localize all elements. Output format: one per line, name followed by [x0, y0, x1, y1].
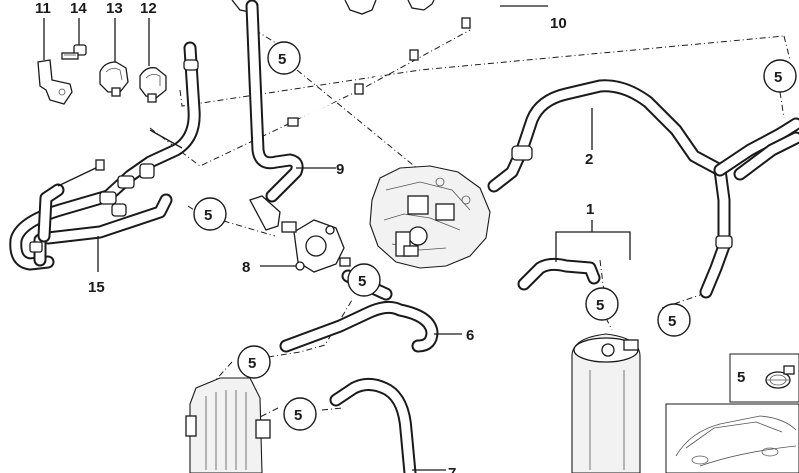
callout-5-e: 5	[596, 297, 604, 314]
clip-12	[139, 67, 167, 103]
hose-2: 2	[487, 79, 799, 299]
label-8: 8	[242, 259, 250, 276]
label-9: 9	[336, 161, 344, 178]
label-14: 14	[70, 0, 87, 17]
callout-5-b: 5	[774, 69, 782, 86]
label-7: 7	[448, 465, 456, 473]
hose-7: 7	[329, 378, 456, 473]
hose-assembly-15: 15	[9, 41, 201, 296]
label-11: 11	[35, 0, 51, 17]
car-thumbnail	[665, 403, 799, 473]
callouts: 5 5 5 5 5 5 5 5	[193, 41, 797, 431]
fuel-filter	[571, 333, 641, 473]
screw-14	[61, 44, 87, 60]
label-1: 1	[586, 201, 594, 218]
label-6: 6	[466, 327, 474, 344]
bracket-11	[37, 59, 73, 105]
label-10: 10	[550, 15, 567, 32]
legend-label-5: 5	[737, 369, 745, 386]
top-clips	[231, 0, 435, 15]
legend-box: 5	[665, 353, 799, 473]
callout-5-d: 5	[358, 273, 366, 290]
callout-5-g: 5	[248, 355, 256, 372]
fuel-line-10: 10	[287, 1, 567, 127]
label-12: 12	[140, 0, 157, 17]
hose-6: 6	[279, 269, 474, 353]
callout-5-a: 5	[278, 51, 286, 68]
part-8: 8	[242, 195, 351, 276]
fuel-cooler	[185, 377, 271, 473]
label-2: 2	[585, 151, 593, 168]
clip-13	[99, 61, 129, 97]
label-15: 15	[88, 279, 105, 296]
hose-clamp-icon	[765, 365, 795, 389]
callout-5-h: 5	[294, 407, 302, 424]
parts-row-top-left: 11 14 13 12	[35, 0, 167, 105]
callout-5-c: 5	[204, 207, 212, 224]
hose-1: 1	[517, 201, 631, 291]
hose-9: 9	[245, 0, 344, 203]
label-13: 13	[106, 0, 123, 17]
callout-5-f: 5	[668, 313, 676, 330]
high-pressure-pump	[369, 165, 491, 269]
